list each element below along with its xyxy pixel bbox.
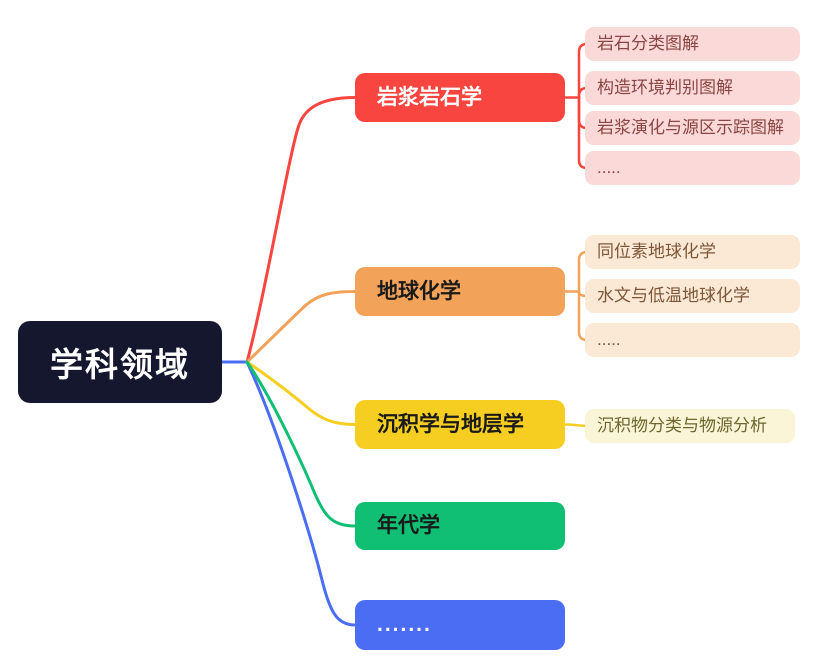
branch-node-geochronology[interactable]: 年代学 bbox=[355, 502, 565, 550]
child-node-sediment-classification-provenance[interactable]: 沉积物分类与物源分析 bbox=[585, 409, 795, 443]
child-node-rock-classification-diagram[interactable]: 岩石分类图解 bbox=[585, 27, 800, 61]
child-node-geochemistry-more[interactable]: ..... bbox=[585, 323, 800, 357]
child-node-tectonic-setting-discrimination[interactable]: 构造环境判别图解 bbox=[585, 71, 800, 105]
child-node-igneous-more[interactable]: ..... bbox=[585, 151, 800, 185]
root-node[interactable]: 学科领域 bbox=[18, 321, 222, 403]
child-node-isotope-geochemistry[interactable]: 同位素地球化学 bbox=[585, 235, 800, 269]
branch-node-igneous-petrology[interactable]: 岩浆岩石学 bbox=[355, 73, 565, 122]
child-node-magma-evolution-source-tracing[interactable]: 岩浆演化与源区示踪图解 bbox=[585, 111, 800, 145]
connector-branch-geochronology bbox=[245, 360, 357, 528]
branch-node-more[interactable]: ....... bbox=[355, 600, 565, 650]
connector-branch-more bbox=[220, 360, 357, 627]
child-node-hydro-low-temp-geochemistry[interactable]: 水文与低温地球化学 bbox=[585, 279, 800, 313]
branch-node-sedimentology-stratigraphy[interactable]: 沉积学与地层学 bbox=[355, 400, 565, 449]
branch-node-geochemistry[interactable]: 地球化学 bbox=[355, 267, 565, 316]
